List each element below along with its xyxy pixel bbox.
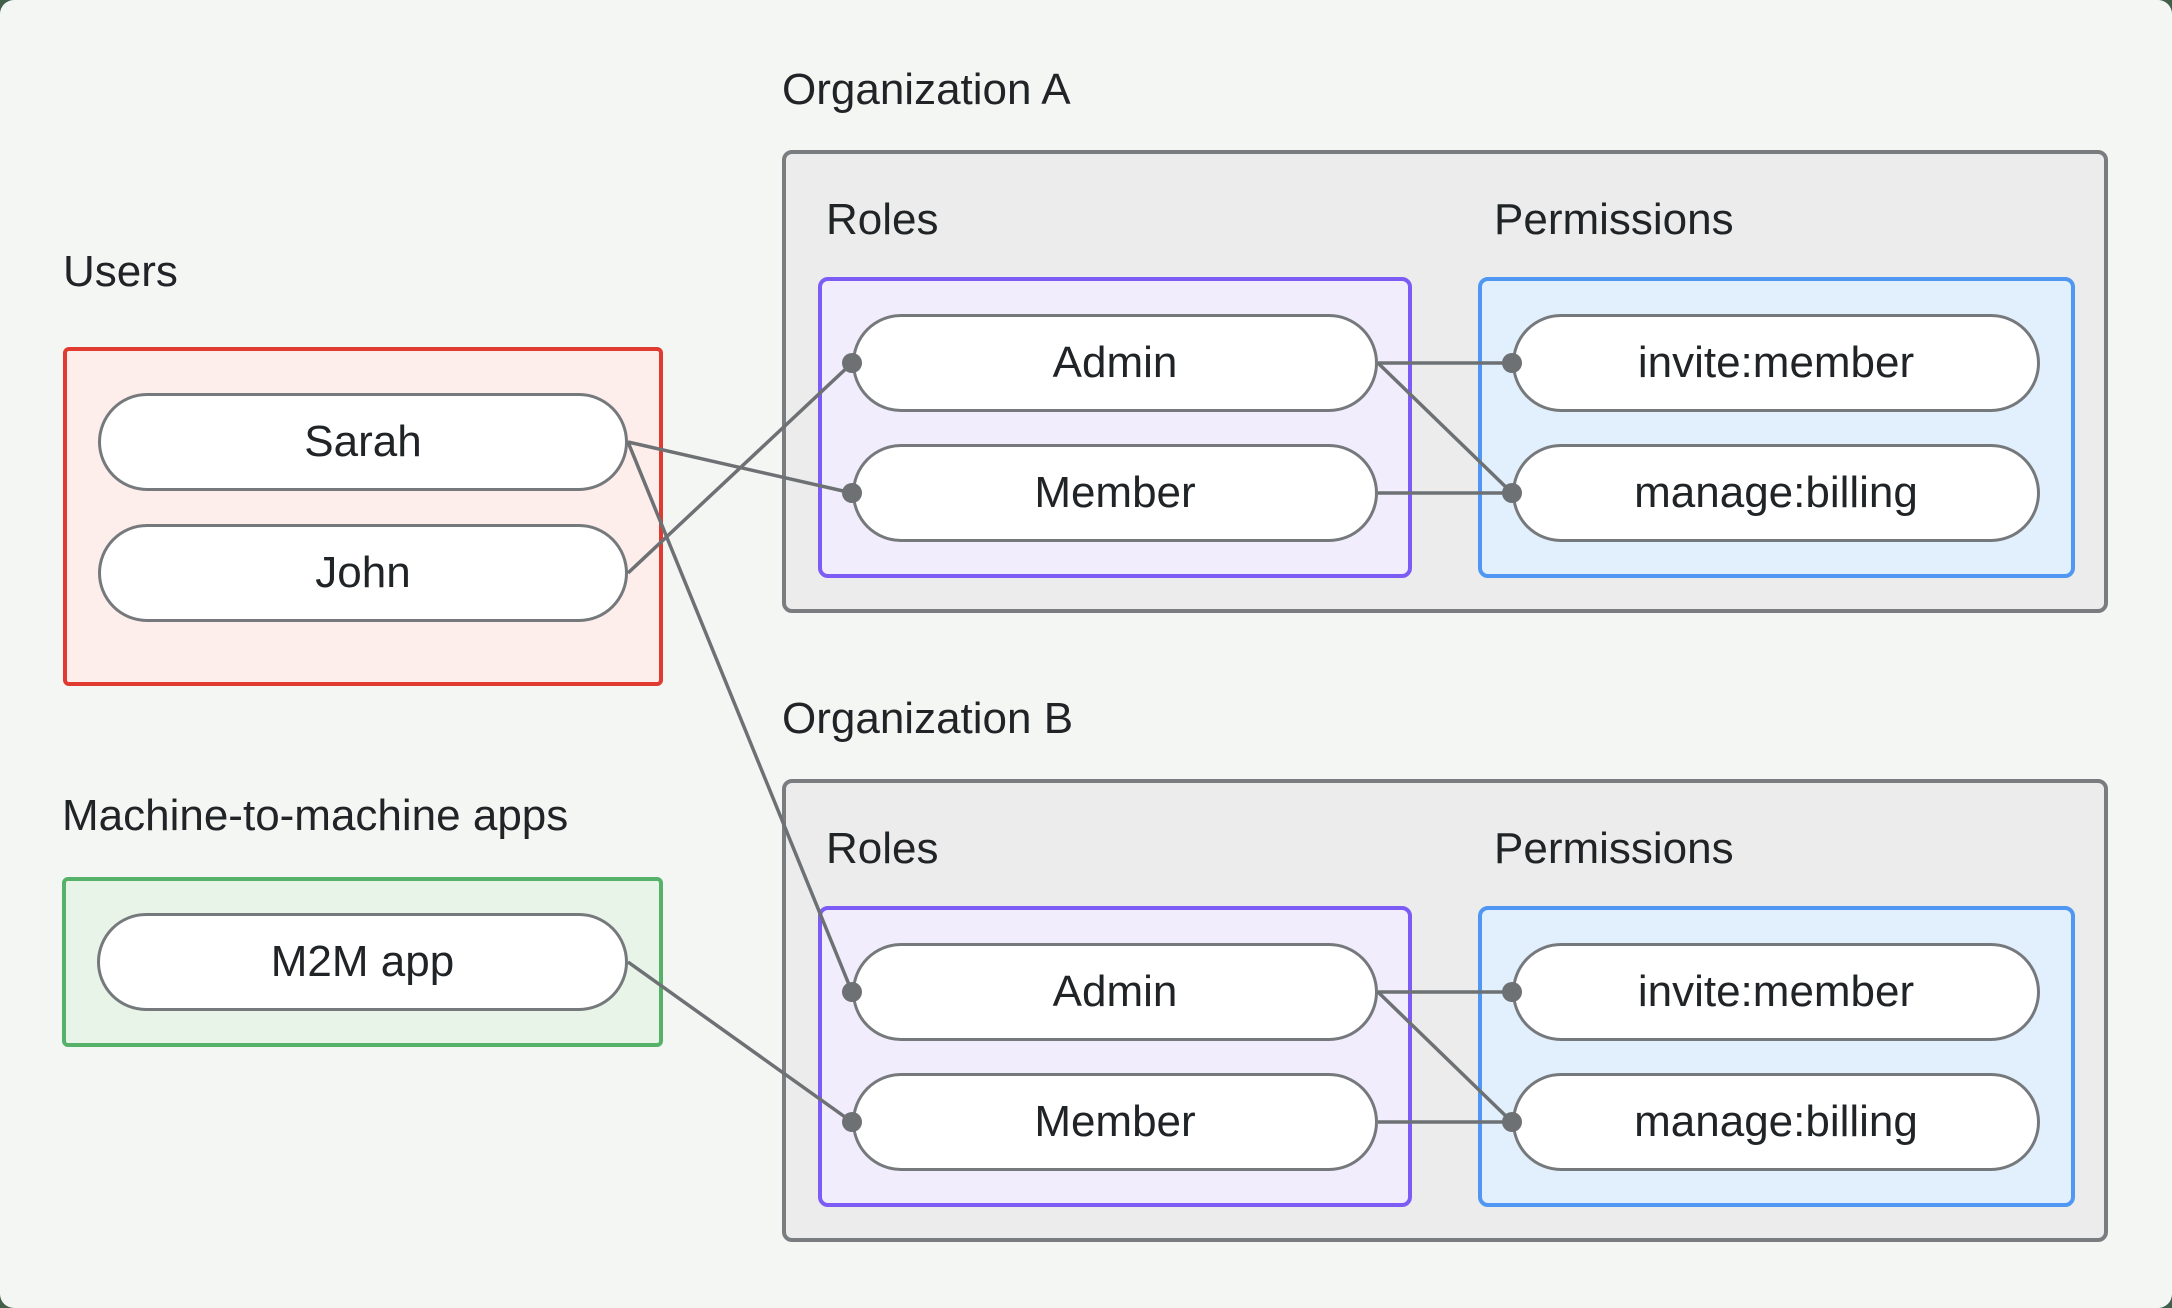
- org-b-title: Organization B: [782, 694, 1074, 743]
- org-a-role-member-label: Member: [1034, 468, 1196, 517]
- org-b-role-member: Member: [852, 1073, 1378, 1171]
- org-b-permissions-label: Permissions: [1494, 824, 1734, 873]
- org-a-perm-manage-label: manage:billing: [1634, 468, 1918, 517]
- org-b-group: Organization B Roles Permissions Admin M…: [782, 694, 2108, 1242]
- org-b-roles-label: Roles: [826, 824, 939, 873]
- org-a-roles-label: Roles: [826, 195, 939, 244]
- org-a-perm-invite-label: invite:member: [1637, 338, 1915, 387]
- org-a-perm-invite: invite:member: [1512, 314, 2040, 412]
- user-node-sarah: Sarah: [98, 393, 628, 491]
- users-section-title: Users: [63, 247, 178, 296]
- org-a-role-admin-label: Admin: [1052, 338, 1178, 387]
- m2m-app-node: M2M app: [97, 913, 628, 1011]
- user-node-john-label: John: [315, 548, 411, 597]
- org-b-role-admin-label: Admin: [1052, 967, 1178, 1016]
- m2m-section-title: Machine-to-machine apps: [62, 791, 569, 840]
- org-b-role-admin: Admin: [852, 943, 1378, 1041]
- org-b-perm-invite-label: invite:member: [1637, 967, 1915, 1016]
- m2m-app-node-label: M2M app: [270, 937, 455, 986]
- org-b-perm-invite: invite:member: [1512, 943, 2040, 1041]
- user-node-john: John: [98, 524, 628, 622]
- user-node-sarah-label: Sarah: [304, 417, 422, 466]
- org-a-title: Organization A: [782, 65, 1071, 114]
- org-a-group: Organization A Roles Permissions Admin M…: [782, 65, 2108, 613]
- org-b-perm-manage-label: manage:billing: [1634, 1097, 1918, 1146]
- org-b-role-member-label: Member: [1034, 1097, 1196, 1146]
- org-b-perm-manage: manage:billing: [1512, 1073, 2040, 1171]
- org-a-perm-manage: manage:billing: [1512, 444, 2040, 542]
- org-a-role-member: Member: [852, 444, 1378, 542]
- org-a-role-admin: Admin: [852, 314, 1378, 412]
- org-a-permissions-label: Permissions: [1494, 195, 1734, 244]
